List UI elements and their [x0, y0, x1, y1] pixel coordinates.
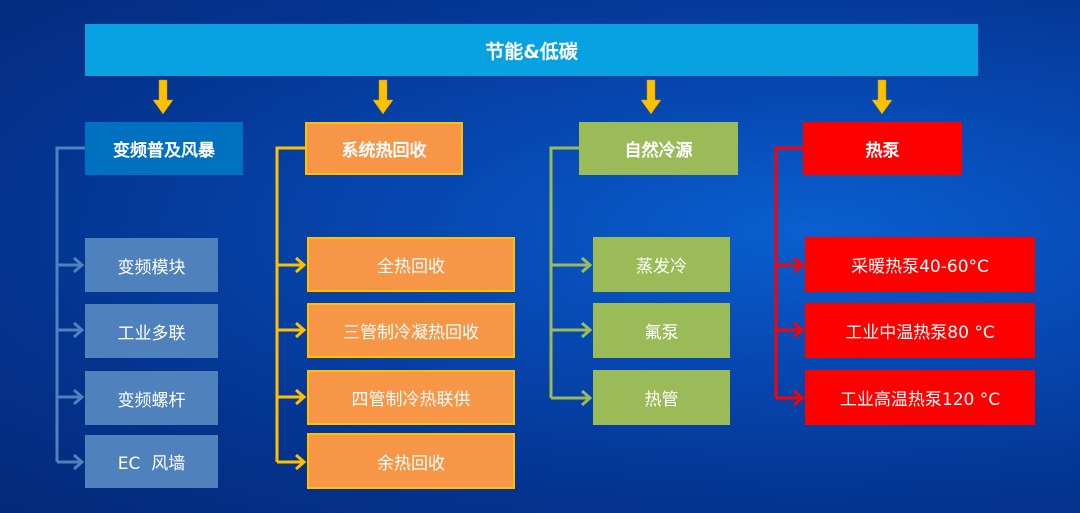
down-arrow-3	[640, 79, 662, 115]
orange-connector	[275, 146, 307, 471]
item-box: 变频模块	[85, 238, 218, 292]
item-box: 采暖热泵40-60°C	[805, 237, 1035, 292]
title-banner: 节能&低碳	[85, 24, 978, 76]
item-box: 三管制冷凝热回收	[307, 303, 515, 358]
item-box: 蒸发冷	[593, 237, 730, 292]
item-box: 工业多联	[85, 304, 218, 358]
green-connector	[549, 146, 593, 407]
item-box: 四管制冷热联供	[307, 370, 515, 425]
down-arrow-1	[152, 79, 174, 115]
item-box: 工业高温热泵120 °C	[805, 370, 1035, 425]
red-connector	[774, 146, 805, 407]
item-box: 氟泵	[593, 303, 730, 358]
item-box: 全热回收	[307, 237, 515, 292]
header-heat-recovery: 系统热回收	[305, 122, 463, 175]
header-free-cooling: 自然冷源	[579, 122, 738, 175]
item-box: 变频螺杆	[85, 371, 218, 425]
item-box: 余热回收	[307, 433, 515, 489]
header-heat-pump: 热泵	[803, 122, 962, 175]
item-box: 热管	[593, 370, 730, 425]
down-arrow-2	[372, 79, 394, 115]
item-box: 工业中温热泵80 °C	[805, 303, 1035, 358]
header-inverter: 变频普及风暴	[85, 122, 243, 175]
blue-connector	[55, 146, 85, 471]
item-box: EC 风墙	[85, 435, 218, 488]
down-arrow-4	[871, 79, 893, 115]
